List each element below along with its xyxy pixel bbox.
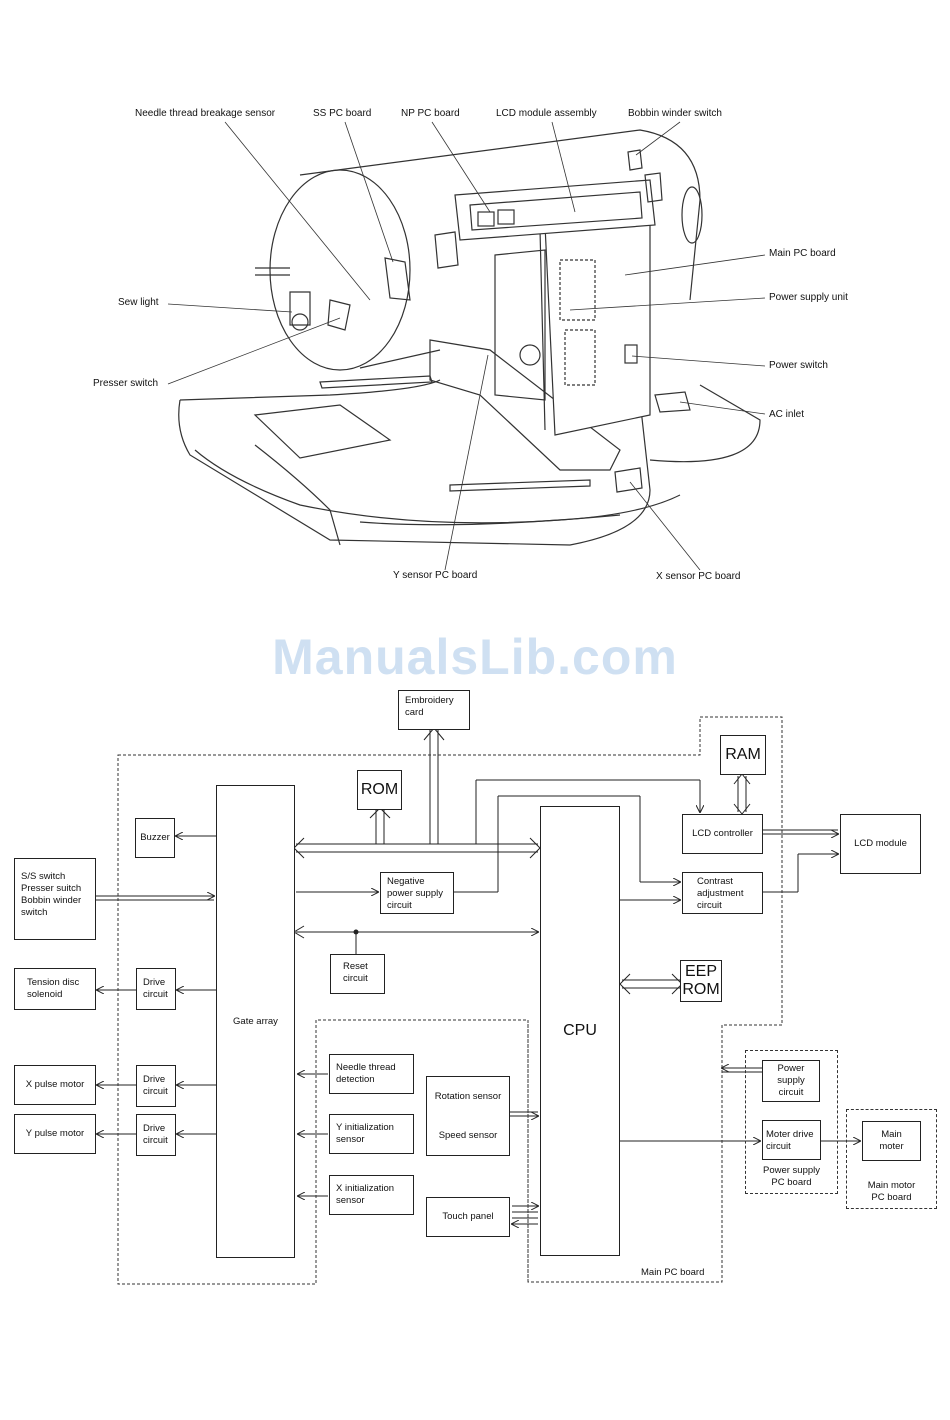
watermark: ManualsLib.com xyxy=(272,629,678,685)
power-switch-label: Power switch xyxy=(769,360,828,371)
junction-dot xyxy=(353,929,359,935)
lcd-module-assembly-label: LCD module assembly xyxy=(496,108,597,119)
speed-sensor-label: Speed sensor xyxy=(438,1130,498,1141)
lcd-module-box: LCD module xyxy=(840,814,921,874)
sewing-machine-illustration xyxy=(178,129,761,546)
leader-lines xyxy=(167,121,766,571)
cpu-box: CPU xyxy=(540,806,620,1256)
presser-switch-label: Presser switch xyxy=(93,378,159,389)
ss-pc-board-label: SS PC board xyxy=(313,108,372,119)
needle-thread-breakage-sensor-label: Needle thread breakage sensor xyxy=(135,108,276,119)
y-sensor-pc-board-label: Y sensor PC board xyxy=(393,570,478,581)
power-supply-unit-label: Power supply unit xyxy=(769,292,848,303)
np-pc-board-label: NP PC board xyxy=(401,108,460,119)
rotation-sensor-label: Rotation sensor xyxy=(434,1091,502,1102)
main-pc-board-outline xyxy=(117,716,783,1285)
main-pc-board-label: Main PC board xyxy=(769,248,836,259)
bobbin-winder-switch-label: Bobbin winder switch xyxy=(628,108,722,119)
gate-array-box: Gate array xyxy=(216,785,295,1258)
touch-panel-box: Touch panel xyxy=(426,1197,510,1237)
block-connections xyxy=(95,727,860,1224)
x-sensor-pc-board-label: X sensor PC board xyxy=(656,571,741,582)
sew-light-label: Sew light xyxy=(118,297,159,308)
rotation-speed-sensor-box: Rotation sensor Speed sensor xyxy=(426,1076,510,1156)
main-motor-box: Main moter xyxy=(862,1121,921,1161)
y-pulse-motor-box: Y pulse motor xyxy=(14,1114,96,1154)
main-pc-board-block-label: Main PC board xyxy=(641,1267,705,1278)
ram-box: RAM xyxy=(720,735,766,775)
ac-inlet-label: AC inlet xyxy=(769,409,805,420)
buzzer-box: Buzzer xyxy=(135,818,175,858)
x-pulse-motor-box: X pulse motor xyxy=(14,1065,96,1105)
rom-box: ROM xyxy=(357,770,402,810)
lcd-controller-box: LCD controller xyxy=(682,814,763,854)
